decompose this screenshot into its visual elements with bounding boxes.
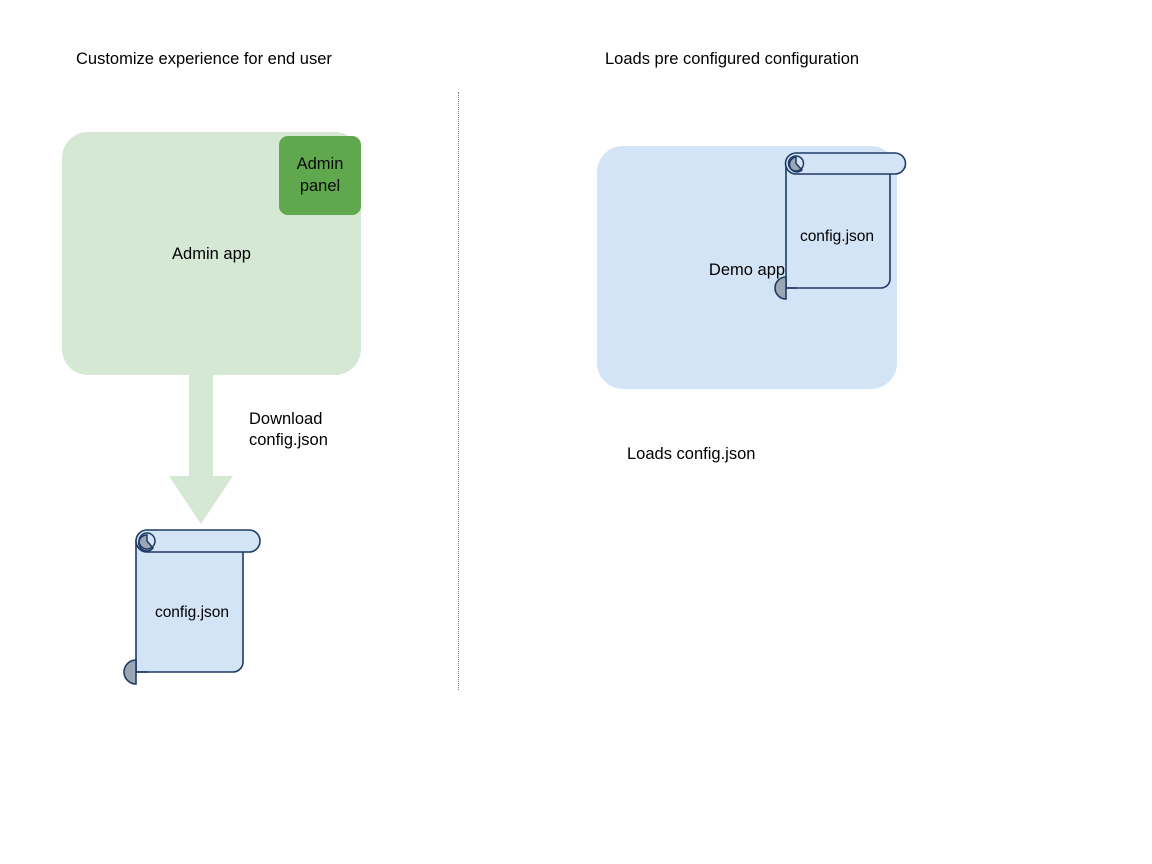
config-json-scroll-left[interactable] xyxy=(118,527,266,692)
demo-app-label: Demo app xyxy=(708,261,786,279)
loads-config-caption: Loads config.json xyxy=(627,445,756,463)
admin-panel-chip[interactable]: Admin panel xyxy=(279,136,361,215)
download-arrow-caption: Download config.json xyxy=(249,410,328,449)
admin-app-label: Admin app xyxy=(172,245,251,263)
config-json-label-right: config.json xyxy=(799,228,875,245)
config-json-scroll-right[interactable] xyxy=(770,150,912,308)
admin-panel-chip-label: Admin panel xyxy=(296,154,344,195)
config-json-label-left: config.json xyxy=(154,604,230,621)
demo-app-card xyxy=(597,146,897,389)
download-arrow-icon xyxy=(169,368,233,524)
heading-right-column: Loads pre configured configuration xyxy=(605,50,860,68)
heading-left-column: Customize experience for end user xyxy=(76,50,332,68)
column-divider xyxy=(458,92,459,690)
